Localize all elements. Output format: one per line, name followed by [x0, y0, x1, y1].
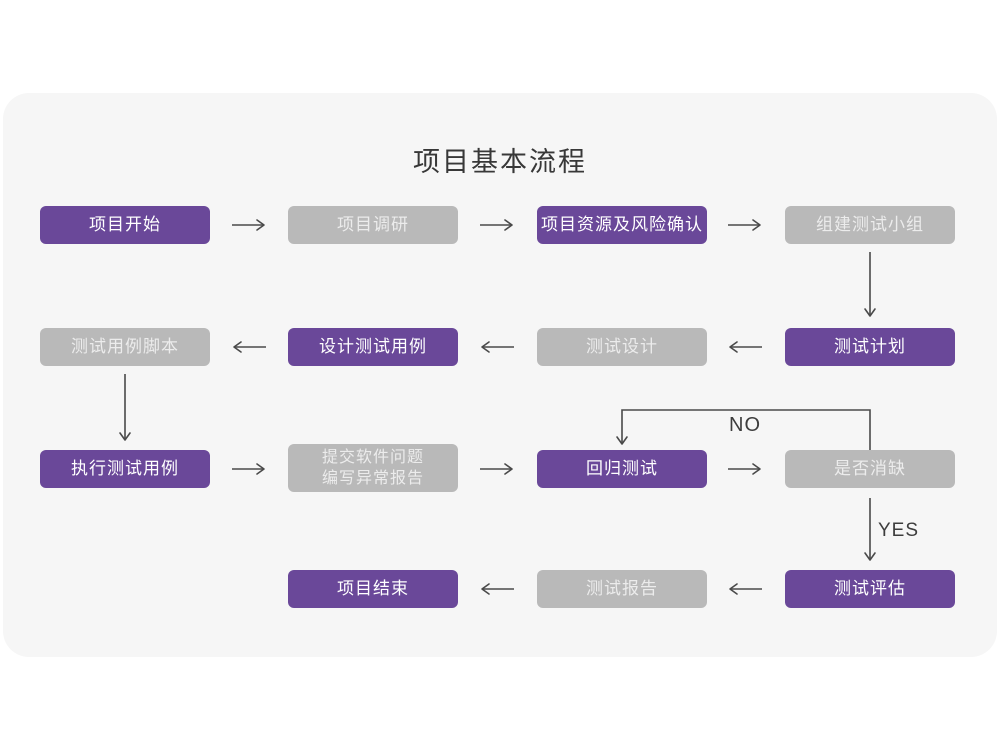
- node-resources-risk-confirm: 项目资源及风险确认: [537, 206, 707, 244]
- edge-label-no: NO: [729, 414, 761, 436]
- node-test-case-script: 测试用例脚本: [40, 328, 210, 366]
- node-defect-resolved-check: 是否消缺: [785, 450, 955, 488]
- diagram-title: 项目基本流程: [413, 147, 587, 177]
- node-project-research: 项目调研: [288, 206, 458, 244]
- node-project-end: 项目结束: [288, 570, 458, 608]
- node-project-start: 项目开始: [40, 206, 210, 244]
- node-test-report: 测试报告: [537, 570, 707, 608]
- node-submit-issue-report: 提交软件问题 编写异常报告: [288, 444, 458, 492]
- edge-label-yes: YES: [878, 520, 920, 541]
- node-test-evaluation: 测试评估: [785, 570, 955, 608]
- node-label-line: 编写异常报告: [321, 470, 424, 487]
- node-form-test-team: 组建测试小组: [785, 206, 955, 244]
- node-regression-test: 回归测试: [537, 450, 707, 488]
- node-test-plan: 测试计划: [785, 328, 955, 366]
- node-test-design: 测试设计: [537, 328, 707, 366]
- node-design-test-case: 设计测试用例: [288, 328, 458, 366]
- diagram-panel: [3, 93, 997, 657]
- node-execute-test-case: 执行测试用例: [40, 450, 210, 488]
- node-label-line: 提交软件问题: [321, 449, 424, 466]
